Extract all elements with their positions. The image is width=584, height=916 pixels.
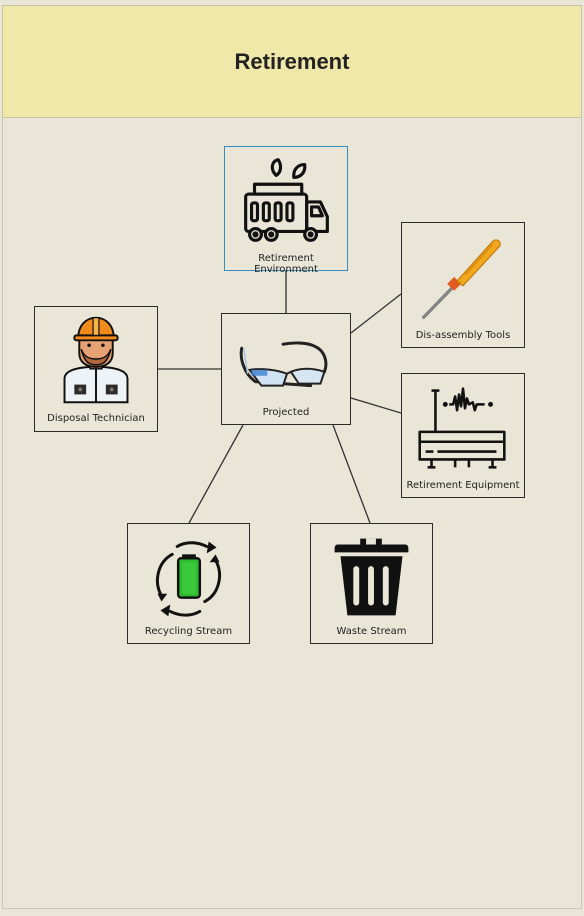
recycling-machine-icon	[418, 387, 506, 469]
battery-recycle-icon	[156, 541, 221, 617]
node-projected[interactable]: Projected	[221, 313, 351, 425]
worker-icon	[63, 316, 129, 404]
node-label: Recycling Stream	[144, 626, 233, 637]
node-label: Disposal Technician	[47, 413, 145, 424]
link-waste	[332, 424, 371, 524]
garbage-truck-icon	[244, 158, 329, 242]
node-retirement-equipment[interactable]: Retirement Equipment	[401, 373, 525, 498]
node-disposal-technician[interactable]: Disposal Technician	[34, 306, 158, 432]
node-label: Waste Stream	[336, 626, 407, 637]
link-equipment	[350, 397, 402, 414]
node-disassembly-tools[interactable]: Dis-assembly Tools	[401, 222, 525, 348]
trash-bin-icon	[334, 538, 409, 616]
node-label: Retirement Equipment	[406, 480, 520, 491]
node-recycling-stream[interactable]: Recycling Stream	[127, 523, 250, 644]
link-tools	[350, 293, 402, 334]
link-recycling	[188, 424, 244, 524]
node-waste-stream[interactable]: Waste Stream	[310, 523, 433, 644]
node-label: Retirement Environment	[254, 253, 318, 275]
node-label: Dis-assembly Tools	[415, 330, 511, 341]
screwdriver-icon	[422, 239, 501, 319]
node-retirement-environment[interactable]: Retirement Environment	[224, 146, 348, 275]
node-label: Projected	[262, 407, 310, 418]
page-title: Retirement	[234, 48, 350, 74]
header-band: Retirement	[2, 5, 582, 118]
smart-glasses-icon	[239, 341, 328, 388]
